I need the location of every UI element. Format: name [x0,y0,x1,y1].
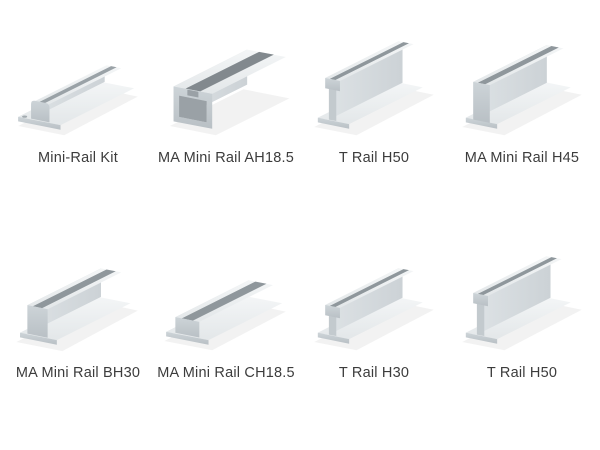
rail-ch18-5-render-icon [157,247,295,355]
rail-h45-render-icon [453,32,591,140]
product-image [156,237,296,355]
product-image [8,22,148,140]
product-image [452,22,592,140]
product-card-t-rail-h50-bottom[interactable]: T Rail H50 [450,229,594,442]
product-card-ma-mini-rail-h45[interactable]: MA Mini Rail H45 [450,14,594,227]
product-card-t-rail-h30[interactable]: T Rail H30 [302,229,446,442]
product-image [452,237,592,355]
product-image [156,22,296,140]
product-image [8,237,148,355]
product-label: T Rail H50 [338,150,410,166]
product-card-mini-rail-kit[interactable]: Mini-Rail Kit [6,14,150,227]
product-label: Mini-Rail Kit [38,150,118,166]
product-card-ma-mini-rail-ch18-5[interactable]: MA Mini Rail CH18.5 [154,229,298,442]
t-rail-h50-render-icon [305,32,443,140]
product-card-t-rail-h50-top[interactable]: T Rail H50 [302,14,446,227]
mini-rail-kit-render-icon [9,32,147,140]
product-card-ma-mini-rail-ah18-5[interactable]: MA Mini Rail AH18.5 [154,14,298,227]
rail-bh30-render-icon [9,247,147,355]
product-label: T Rail H30 [338,365,410,381]
product-label: MA Mini Rail H45 [464,150,580,166]
product-image [304,22,444,140]
product-label: MA Mini Rail BH30 [15,365,141,381]
t-rail-h50-render-icon [453,247,591,355]
product-label: MA Mini Rail CH18.5 [157,365,295,381]
product-label: MA Mini Rail AH18.5 [158,150,294,166]
product-card-ma-mini-rail-bh30[interactable]: MA Mini Rail BH30 [6,229,150,442]
t-rail-h30-render-icon [305,247,443,355]
product-label: T Rail H50 [486,365,558,381]
c-channel-rail-render-icon [157,32,295,140]
product-image [304,237,444,355]
